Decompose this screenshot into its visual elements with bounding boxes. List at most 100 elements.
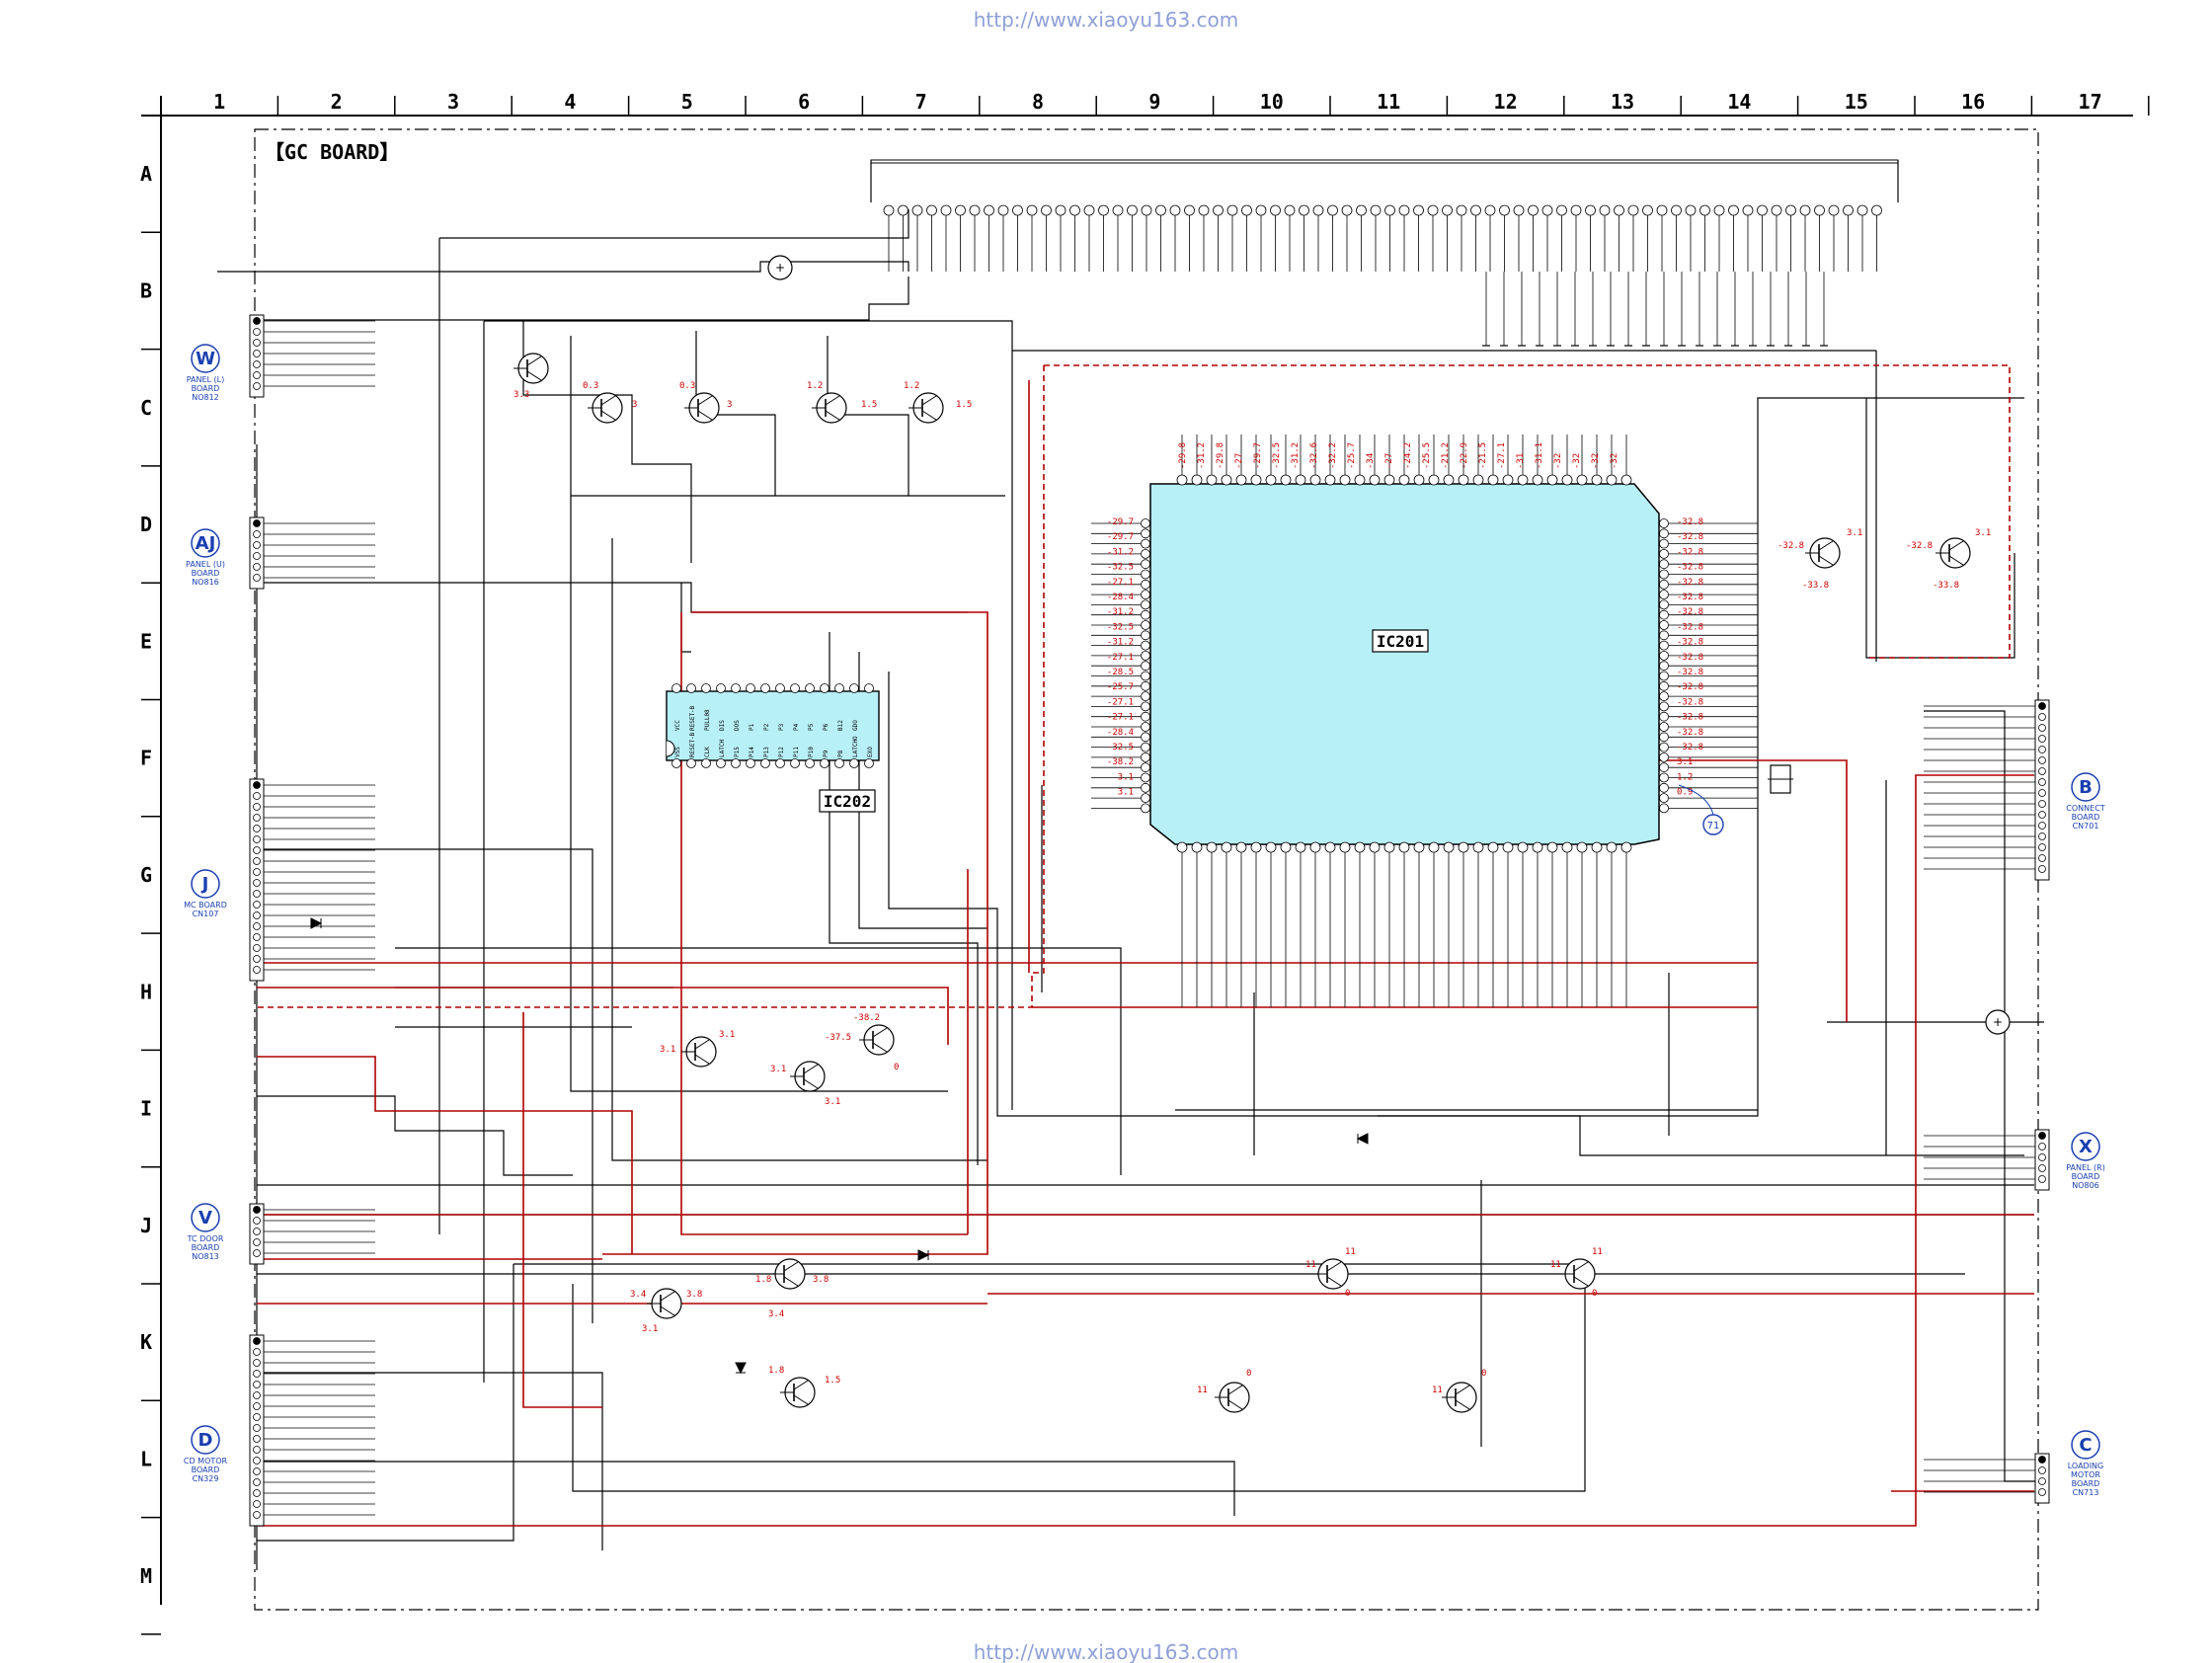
- voltage-label: 1.5: [861, 400, 877, 410]
- voltage-label: -24.2: [1403, 442, 1413, 469]
- connector-badge: [191, 344, 220, 373]
- voltage-label: 3.8: [813, 1275, 829, 1285]
- transistor-symbol: [1313, 1258, 1349, 1290]
- voltage-label: -27.1: [1497, 442, 1507, 469]
- voltage-label: -32.8: [1677, 638, 1703, 648]
- voltage-label: -29.7: [1253, 442, 1263, 469]
- connector-caption: NO813: [192, 1252, 219, 1261]
- grid-row-L: L: [140, 1447, 152, 1470]
- grid-col-8: 8: [1032, 90, 1044, 114]
- grid-col-16: 16: [1961, 90, 1985, 114]
- transistor-symbol: [780, 1377, 816, 1408]
- connector-caption: BOARD: [192, 569, 220, 578]
- ic201: IC201: [1091, 435, 1758, 1007]
- grid-row-G: G: [140, 863, 152, 887]
- voltage-label: -32.8: [1677, 713, 1703, 723]
- url-top[interactable]: http://www.xiaoyu163.com: [974, 8, 1239, 32]
- connector-caption: BOARD: [2072, 813, 2100, 822]
- voltage-label: -32.8: [1677, 697, 1703, 707]
- transistor-symbol: [790, 1061, 826, 1092]
- voltage-label: 0: [894, 1063, 899, 1072]
- transistor-symbol: [1215, 1382, 1250, 1413]
- voltage-label: -27: [1384, 453, 1394, 469]
- voltage-label: 1.5: [825, 1376, 840, 1386]
- voltage-label: -31.2: [1107, 638, 1134, 648]
- voltage-label: -29.8: [1178, 442, 1188, 469]
- grid-row-K: K: [140, 1330, 152, 1354]
- transistors: [514, 353, 1971, 1413]
- marker-71: 71: [1678, 784, 1724, 835]
- transistor-symbol: [1805, 537, 1841, 569]
- voltage-label: 1.2: [904, 381, 919, 391]
- voltage-label: -32.8: [1677, 517, 1703, 527]
- ic202-pin-label: LATCHO: [852, 736, 859, 757]
- ic202-pin-label: LATCH: [719, 740, 726, 757]
- grid-row-D: D: [140, 513, 152, 536]
- grid-row-B: B: [140, 278, 152, 302]
- voltage-label: -32: [1572, 453, 1582, 469]
- connector-badge: [191, 1203, 220, 1232]
- connector-caption: BOARD: [2072, 1479, 2100, 1488]
- connector-id: B: [2079, 777, 2093, 798]
- ic202-pin-label: P8: [837, 750, 844, 757]
- url-bottom[interactable]: http://www.xiaoyu163.com: [974, 1640, 1239, 1663]
- voltage-label: -34: [1366, 453, 1376, 469]
- connector-caption: BOARD: [2072, 1172, 2100, 1181]
- voltage-label: 11: [1550, 1260, 1561, 1270]
- grid-col-4: 4: [564, 90, 576, 114]
- transistor-symbol: [859, 1024, 895, 1056]
- svg-text:71: 71: [1707, 821, 1720, 832]
- ic202-pin-label: DIS: [719, 720, 726, 731]
- grid-row-E: E: [140, 629, 152, 653]
- voltage-label: -27.1: [1107, 578, 1134, 588]
- voltage-label: -32.5: [1107, 622, 1134, 632]
- connector-badge: [2071, 1132, 2100, 1161]
- wiring-black: [217, 209, 2044, 1570]
- connector-badge: [191, 869, 220, 899]
- voltage-label: 3.8: [686, 1290, 702, 1300]
- voltage-label: -31: [1516, 453, 1526, 469]
- voltage-label: -32: [1591, 453, 1601, 469]
- voltage-label: -21.2: [1441, 442, 1451, 469]
- top-connector-strip: [870, 159, 1899, 347]
- connector-caption: CONNECT: [2066, 804, 2104, 813]
- voltage-label: -32.8: [1677, 578, 1703, 588]
- connector-caption: CD MOTOR: [184, 1457, 228, 1465]
- voltage-label: 3.1: [1677, 757, 1693, 767]
- ic202-pin-label: P13: [763, 747, 770, 757]
- connector-badge: [2071, 1430, 2100, 1460]
- voltage-label: -22.9: [1460, 442, 1469, 469]
- connector-badge: [191, 1425, 220, 1455]
- voltage-label: 3.1: [1118, 788, 1134, 798]
- transistor-symbol: [514, 353, 549, 384]
- grid-col-14: 14: [1727, 90, 1751, 114]
- connector-caption: PANEL (U): [186, 560, 225, 569]
- ic202-pin-label: P5: [808, 723, 815, 731]
- voltage-label: -25.7: [1347, 442, 1357, 469]
- voltage-label: -27.1: [1107, 713, 1134, 723]
- connector-caption: BOARD: [192, 384, 220, 393]
- ic202-pin-label: P12: [778, 747, 785, 757]
- voltage-label: 11: [1305, 1260, 1316, 1270]
- ic202-pin-label: P3: [778, 723, 785, 731]
- voltage-label: 3.1: [1118, 772, 1134, 782]
- voltage-label: 1.5: [956, 400, 972, 410]
- grid-row-H: H: [140, 980, 152, 1003]
- voltage-label: 1.2: [807, 381, 823, 391]
- voltage-label: 3.4: [630, 1290, 646, 1300]
- voltage-label: -28.4: [1107, 593, 1134, 602]
- voltage-label: -32.8: [1677, 547, 1703, 557]
- connector-caption: BOARD: [192, 1465, 220, 1474]
- connector-caption: PANEL (L): [187, 375, 225, 384]
- connector-caption: CN329: [193, 1474, 219, 1483]
- connector-caption: CN701: [2073, 822, 2099, 831]
- connector-badge: [2071, 772, 2100, 802]
- grid-col-7: 7: [915, 90, 927, 114]
- voltage-label: -27: [1234, 453, 1244, 469]
- voltage-label: -32.5: [1272, 442, 1282, 469]
- voltage-label: -32.8: [1677, 728, 1703, 738]
- connector-id: AJ: [196, 533, 216, 554]
- voltage-label: -32.8: [1677, 653, 1703, 663]
